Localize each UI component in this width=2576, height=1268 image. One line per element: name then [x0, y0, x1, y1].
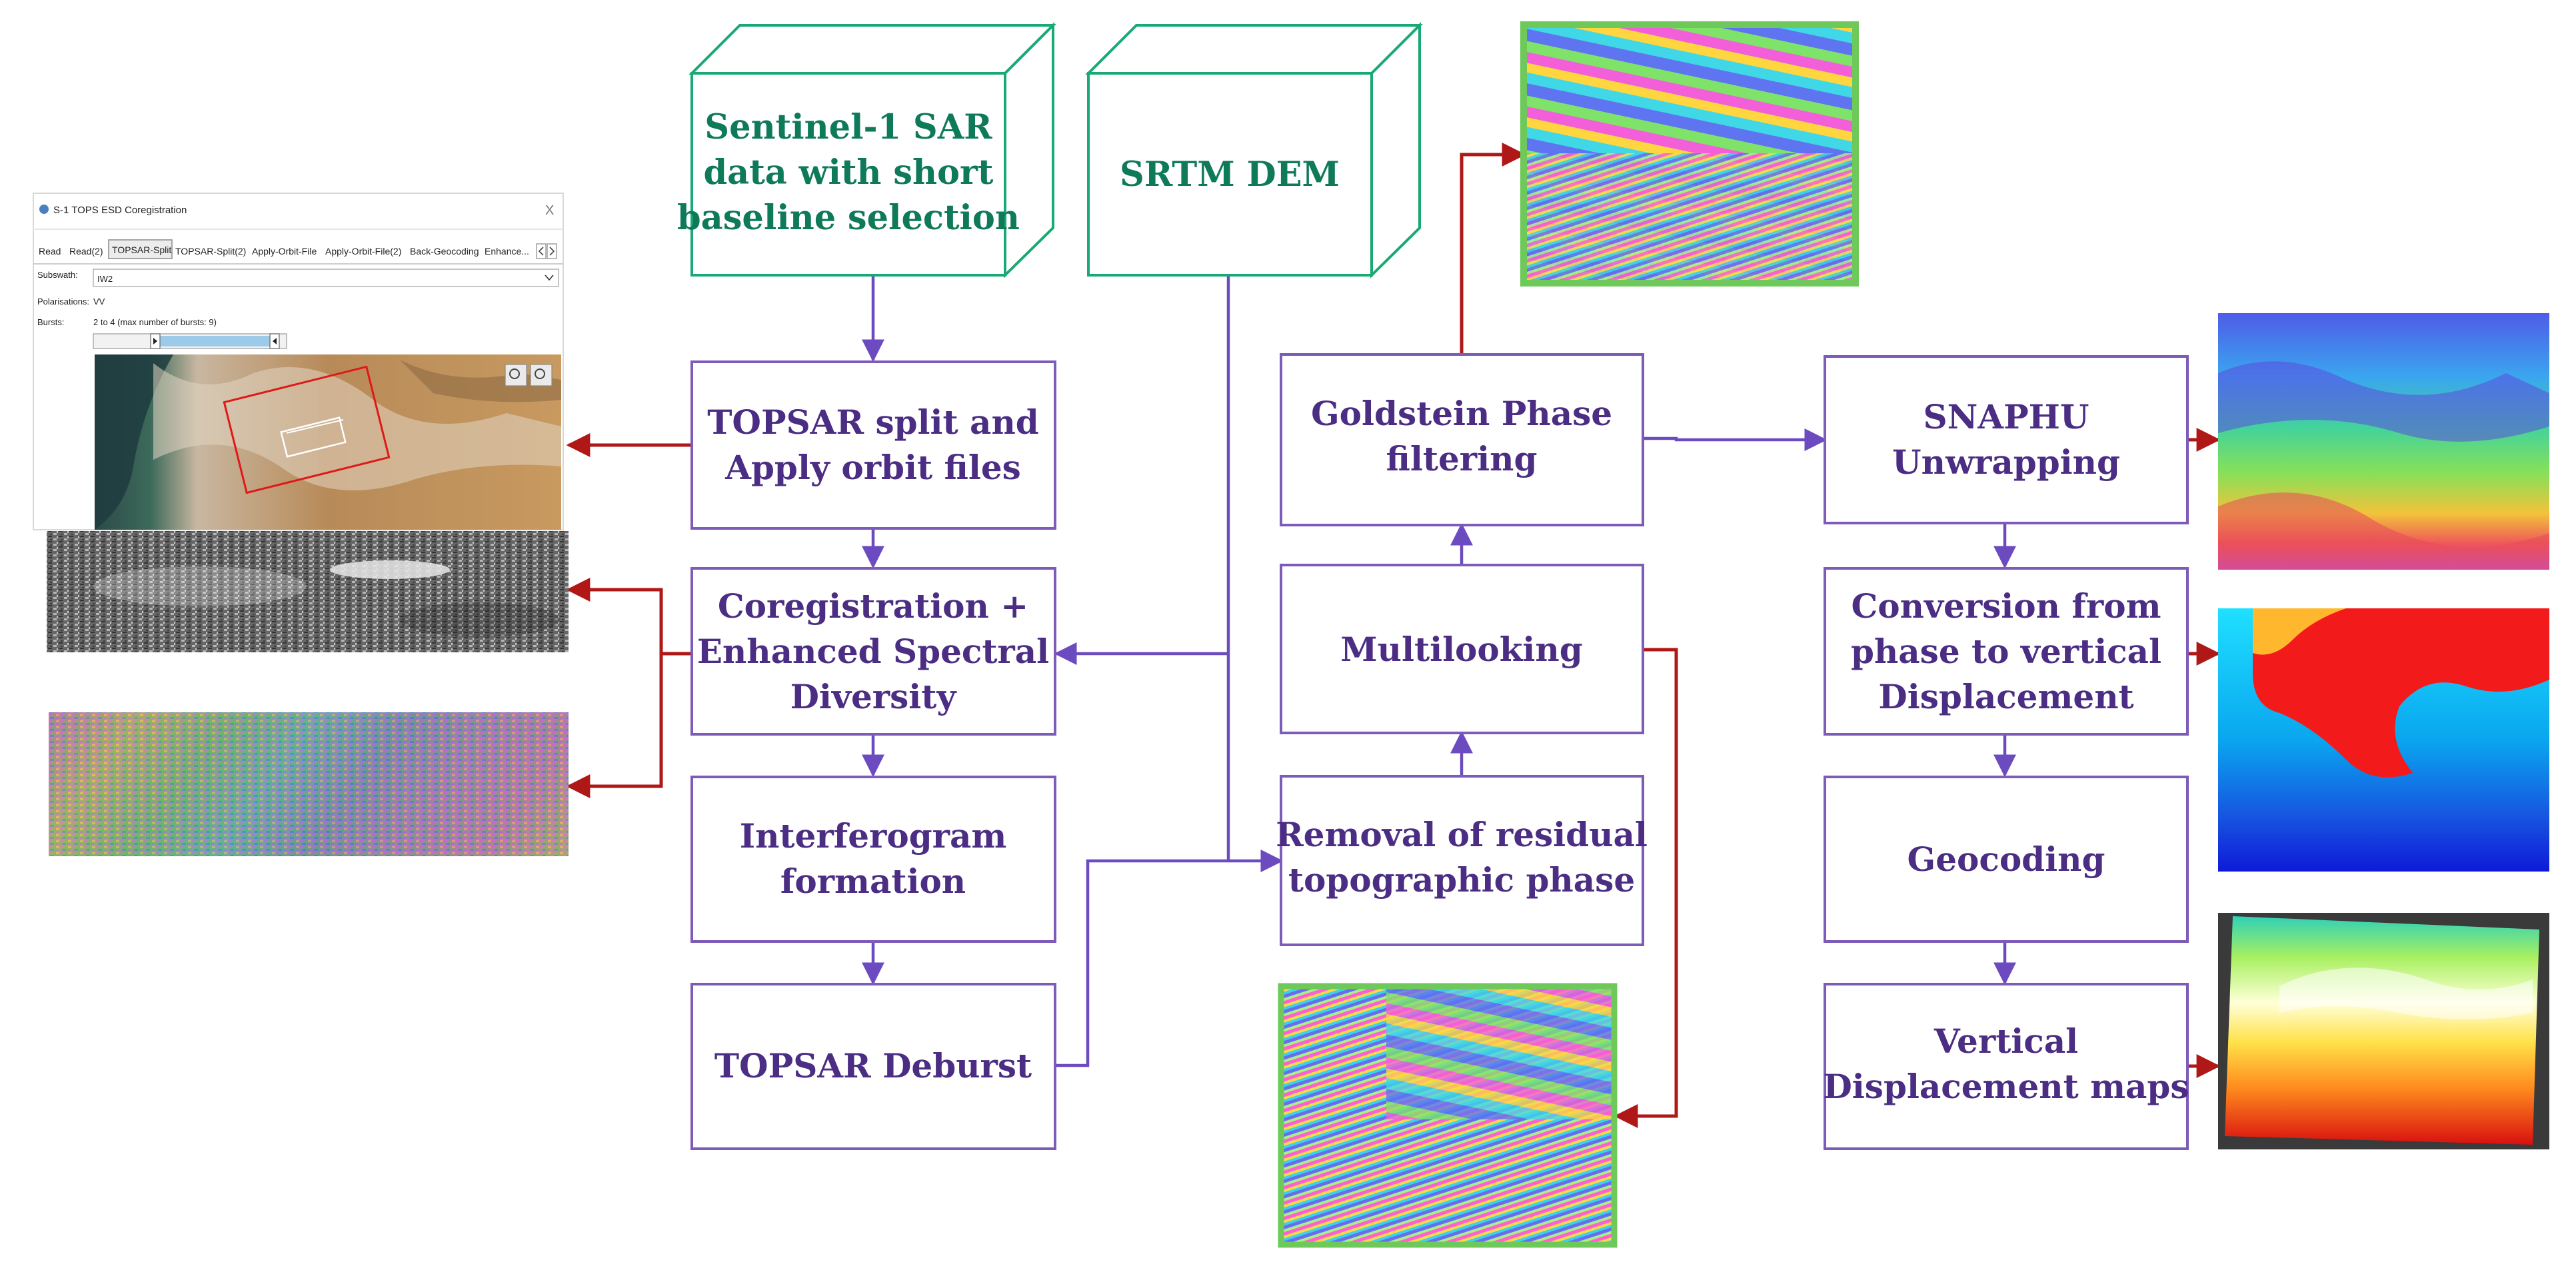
snap-tab-apply-orbit-2: Apply-Orbit-File(2) — [325, 246, 401, 257]
snap-dialog-title: S-1 TOPS ESD Coregistration — [53, 205, 187, 216]
snap-tab-enhance: Enhance... — [485, 246, 529, 257]
removal-line-2: topographic phase — [1288, 860, 1635, 900]
out-goldstein-to-filtered — [1460, 143, 1526, 354]
ifg-line-1: Interferogram — [740, 816, 1007, 856]
step-removal: Removal of residual topographic phase — [1276, 775, 1648, 946]
snap-close-button: X — [545, 203, 554, 218]
out-coreg-to-amplitude — [566, 578, 692, 656]
snap-app-icon — [39, 205, 49, 214]
geocoded-map-image — [2218, 913, 2549, 1149]
deburst-label: TOPSAR Deburst — [714, 1046, 1032, 1085]
amplitude-image — [47, 531, 569, 652]
coreg-line-1: Coregistration + — [718, 586, 1028, 626]
multilooked-interferogram-image — [1278, 983, 1618, 1248]
snap-bursts-label: Bursts: — [37, 317, 64, 327]
input-srtm: SRTM DEM — [1085, 22, 1423, 279]
snap-tab-read-2: Read(2) — [69, 246, 103, 257]
snap-tab-back-geocoding: Back-Geocoding — [410, 246, 479, 257]
conversion-line-3: Displacement — [1878, 677, 2133, 716]
connectors — [862, 275, 2016, 1067]
ifg-line-2: formation — [780, 862, 966, 901]
vertical-maps-line-1: Vertical — [1933, 1021, 2078, 1061]
output-arrows — [566, 143, 2221, 1128]
step-goldstein: Goldstein Phase filtering — [1280, 353, 1644, 526]
snap-tab-read: Read — [39, 246, 61, 257]
snap-tab-apply-orbit: Apply-Orbit-File — [252, 246, 317, 257]
sentinel-label-line-3: baseline selection — [677, 198, 1020, 238]
topsar-split-line-2: Apply orbit files — [724, 448, 1021, 487]
snap-subswath-select — [93, 269, 559, 287]
step-multilooking: Multilooking — [1280, 564, 1644, 734]
snap-polarisations-label: Polarisations: — [37, 297, 89, 307]
step-vertical-maps: Vertical Displacement maps — [1823, 983, 2189, 1150]
snap-subswath-chevron-down-icon — [545, 275, 554, 281]
vertical-maps-line-2: Displacement maps — [1823, 1067, 2189, 1106]
snap-subswath-label: Subswath: — [37, 270, 78, 280]
sentinel-label-line-1: Sentinel-1 SAR — [704, 107, 992, 147]
step-conversion: Conversion from phase to vertical Displa… — [1824, 567, 2189, 736]
conversion-line-1: Conversion from — [1851, 586, 2161, 626]
snap-slider-right-handle-icon — [273, 338, 277, 344]
step-topsar-split: TOPSAR split and Apply orbit files — [690, 360, 1056, 530]
unwrapped-phase-image — [2218, 313, 2549, 570]
sentinel-label-line-2: data with short — [704, 153, 994, 193]
goldstein-line-1: Goldstein Phase — [1311, 394, 1612, 433]
snap-bursts-value: 2 to 4 (max number of bursts: 9) — [93, 317, 217, 327]
snap-footprint — [223, 365, 391, 494]
step-snaphu: SNAPHU Unwrapping — [1824, 355, 2189, 524]
snap-burst-selection — [280, 416, 347, 458]
snap-tab-topsar-split: TOPSAR-Split — [112, 245, 171, 255]
snap-polarisations-value: VV — [93, 297, 105, 307]
goldstein-line-2: filtering — [1386, 439, 1538, 478]
snap-dialog-screenshot: S-1 TOPS ESD Coregistration X Read Read(… — [33, 193, 564, 530]
step-deburst: TOPSAR Deburst — [690, 983, 1056, 1150]
snap-world-map — [95, 354, 561, 530]
link-goldstein-to-snaphu — [1643, 428, 1828, 451]
multilooking-label: Multilooking — [1340, 630, 1582, 669]
step-interferogram: Interferogram formation — [690, 776, 1056, 943]
snap-slider-left-handle-icon — [153, 338, 157, 344]
step-geocoding: Geocoding — [1824, 776, 2189, 943]
filtered-interferogram-image — [1520, 21, 1859, 287]
step-coregistration: Coregistration + Enhanced Spectral Diver… — [690, 567, 1056, 736]
snap-tab-next-icon — [549, 247, 555, 256]
vertical-displacement-image — [2218, 608, 2549, 872]
input-sentinel: Sentinel-1 SAR data with short baseline … — [677, 22, 1056, 279]
snap-subswath-value: IW2 — [97, 274, 113, 284]
snap-burst-slider-fill — [160, 336, 270, 346]
conversion-line-2: phase to vertical — [1851, 632, 2161, 671]
link-deburst-to-removal — [1056, 850, 1284, 1067]
snap-zoom-in-icon — [509, 368, 520, 379]
snaphu-line-2: Unwrapping — [1892, 442, 2120, 482]
snap-tab-topsar-split-2: TOPSAR-Split(2) — [175, 246, 246, 257]
snaphu-line-1: SNAPHU — [1923, 397, 2089, 436]
snap-tab-bar: Read Read(2) TOPSAR-Split TOPSAR-Split(2… — [39, 239, 557, 259]
srtm-label: SRTM DEM — [1120, 155, 1340, 195]
geocoding-label: Geocoding — [1908, 840, 2105, 879]
coreg-line-3: Diversity — [790, 677, 958, 716]
noisy-interferogram-image — [49, 712, 569, 856]
out-coreg-to-ifg-noise — [566, 654, 663, 798]
out-multilook-to-ifg — [1614, 648, 1678, 1128]
snap-tab-prev-icon — [538, 247, 544, 256]
snap-zoom-out-icon — [535, 368, 545, 379]
removal-line-1: Removal of residual — [1276, 815, 1648, 854]
topsar-split-line-1: TOPSAR split and — [707, 402, 1039, 442]
coreg-line-2: Enhanced Spectral — [697, 632, 1049, 671]
